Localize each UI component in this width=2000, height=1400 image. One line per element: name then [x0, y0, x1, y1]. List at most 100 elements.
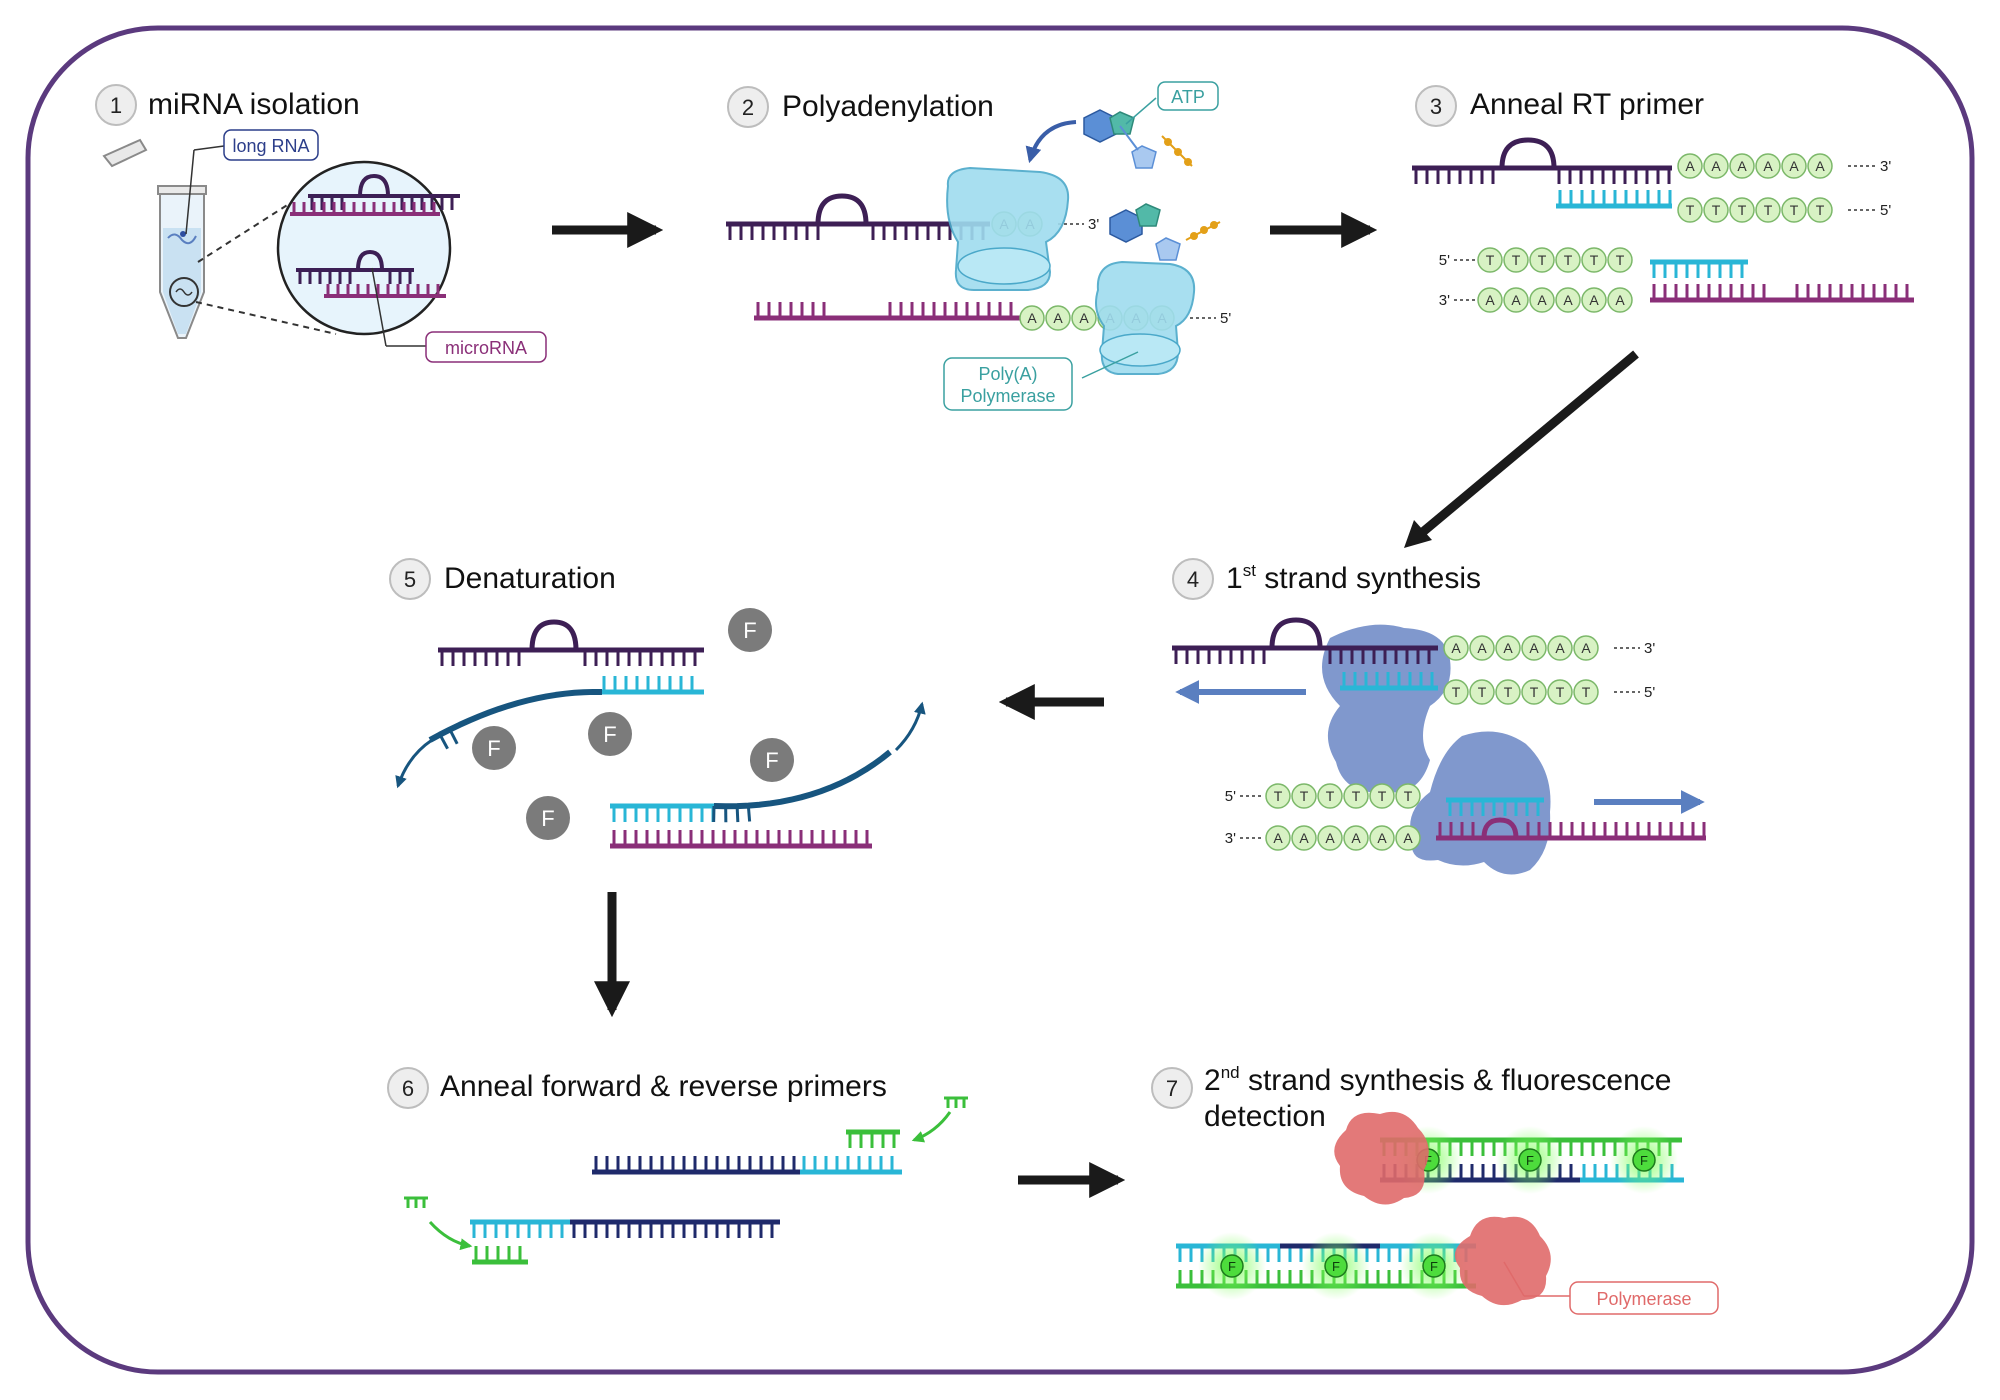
step-number: 6	[402, 1076, 414, 1101]
microrna-callout	[425, 331, 547, 363]
nucleotide-letter: A	[1079, 310, 1089, 326]
nucleotide-letter: T	[1738, 202, 1747, 218]
base-tooth	[735, 806, 740, 823]
strand	[944, 1096, 968, 1108]
fluorophore-label: F	[1526, 1153, 1534, 1168]
nucleotide-bead	[1495, 679, 1521, 705]
strand	[296, 268, 414, 284]
nucleotide-letter: A	[1451, 640, 1461, 656]
nucleotide-letter: A	[1511, 292, 1521, 308]
nucleotide-bead	[1443, 679, 1469, 705]
step-number: 7	[1166, 1076, 1178, 1101]
nucleotide-bead	[1521, 679, 1547, 705]
step-title: 1st strand synthesis	[1226, 561, 1481, 595]
nucleotide-letter: T	[1404, 788, 1413, 804]
fluorophore-label: F	[1640, 1153, 1648, 1168]
nucleotide-letter: A	[1403, 830, 1413, 846]
step-number-badge	[389, 558, 431, 600]
fluorophore: F	[472, 726, 516, 770]
microrna-label: microRNA	[445, 338, 527, 358]
strand-end-label: 5'	[1220, 310, 1231, 327]
fluorescent-probe: F	[1496, 1126, 1564, 1194]
step-number: 4	[1187, 567, 1199, 592]
step-number-badge	[95, 84, 137, 126]
fluorophore-circle	[728, 608, 772, 652]
nucleotide-bead	[1677, 197, 1703, 223]
step-number: 5	[404, 567, 416, 592]
strand-end-label: 3'	[1880, 158, 1891, 175]
nucleotide-letter: A	[1711, 158, 1721, 174]
nucleotide-bead	[1521, 635, 1547, 661]
nucleotide-bead	[1317, 783, 1343, 809]
step-number: 3	[1430, 94, 1442, 119]
fluorophore-label: F	[487, 736, 500, 761]
step-number-badge	[727, 86, 769, 128]
fluorophore-label: F	[1332, 1259, 1340, 1274]
nucleotide-letter: A	[1737, 158, 1747, 174]
strand-release-arrow	[894, 701, 926, 752]
nucleotide-letter: A	[1815, 158, 1825, 174]
step-number-badge	[387, 1067, 429, 1109]
strand-end-label: 3'	[1088, 216, 1099, 233]
nucleotide-letter: T	[1816, 202, 1825, 218]
nucleotide-letter: T	[1686, 202, 1695, 218]
fluorophore-circle	[472, 726, 516, 770]
strand-end-label: 5'	[1225, 788, 1236, 805]
fluorophore-circle	[526, 796, 570, 840]
strand-loop	[356, 249, 384, 271]
reverse-transcriptase-enzyme	[1322, 624, 1451, 793]
polymerase-label: Polymerase	[1596, 1289, 1691, 1309]
strand-backbone	[428, 688, 603, 743]
long-rna-strand	[290, 173, 460, 216]
nucleotide-bead	[1755, 153, 1781, 179]
base-tooth	[746, 805, 752, 822]
step-title: miRNA isolation	[148, 88, 360, 121]
base-tooth	[438, 733, 449, 750]
strand	[846, 1129, 900, 1148]
fluorophore-circle	[1324, 1254, 1348, 1278]
nucleotide-letter: A	[1477, 640, 1487, 656]
step-number-badge	[1151, 1067, 1193, 1109]
fluorescent-probe: F	[1198, 1232, 1266, 1300]
nucleotide-letter: T	[1512, 252, 1521, 268]
nucleotide-bead	[1291, 825, 1317, 851]
nucleotide-letter: A	[1351, 830, 1361, 846]
polymerase-enzyme	[1454, 1216, 1551, 1306]
strand	[570, 1219, 780, 1238]
fluorophore-label: F	[603, 722, 616, 747]
nucleotide-bead	[1071, 305, 1097, 331]
nucleotide-letter: T	[1486, 252, 1495, 268]
polymerase-enzyme	[1334, 1111, 1429, 1205]
base-tooth	[448, 728, 459, 745]
nucleotide-bead	[1469, 679, 1495, 705]
step-title: Anneal forward & reverse primers	[440, 1070, 887, 1103]
strand-end-label: 5'	[1880, 202, 1891, 219]
strand	[610, 803, 716, 822]
primer-binding-arrow	[428, 1220, 473, 1251]
nucleotide-letter: A	[1763, 158, 1773, 174]
strand	[600, 676, 704, 695]
strand	[308, 194, 460, 210]
atp-molecule	[1109, 203, 1221, 261]
strand	[1650, 259, 1748, 278]
nucleotide-bead	[1547, 679, 1573, 705]
strand	[1172, 645, 1438, 664]
nucleotide-bead	[1265, 825, 1291, 851]
fluorophore: F	[750, 738, 794, 782]
nucleotide-bead	[1755, 197, 1781, 223]
nucleotide-bead	[1581, 247, 1607, 273]
nucleotide-letter: A	[1377, 830, 1387, 846]
step-1: 1 miRNA isolation long RNA microRNA	[95, 84, 547, 363]
strand-end-label: 3'	[1439, 292, 1450, 309]
step-6: 6 Anneal forward & reverse primers	[387, 1067, 968, 1265]
nucleotide-letter: T	[1538, 252, 1547, 268]
